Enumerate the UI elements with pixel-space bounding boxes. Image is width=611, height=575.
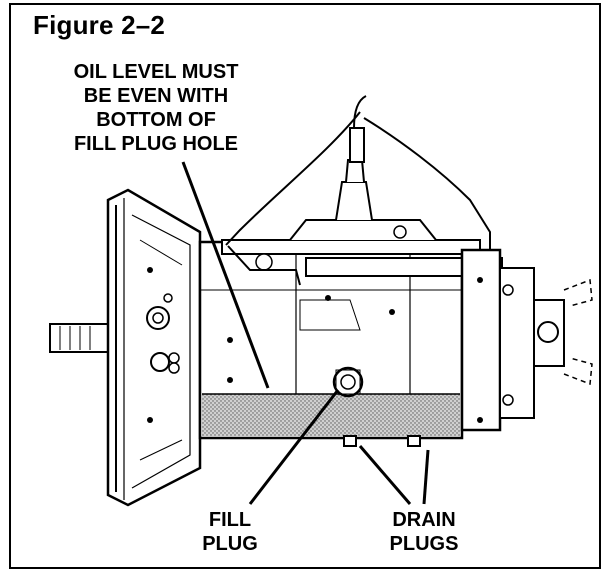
drain-plugs-callout: DRAIN PLUGS: [368, 508, 480, 556]
fill-plug-callout-line: PLUG: [202, 533, 258, 555]
oil-level-callout-line: BE EVEN WITH: [83, 85, 229, 107]
shift-tower: [345, 159, 365, 183]
drain-plugs-callout-line: PLUGS: [389, 533, 459, 555]
drain-plug: [407, 435, 421, 447]
oil-level-leader: [181, 161, 270, 389]
input-shaft: [49, 323, 109, 353]
top-cover: [221, 95, 503, 277]
wiring-harness: [225, 111, 491, 286]
oil-level-callout-line: OIL LEVEL MUST: [73, 61, 239, 83]
drain-plug: [343, 435, 357, 447]
fill-plug-callout: FILL PLUG: [180, 508, 280, 556]
drain-plugs-callout-line: DRAIN: [392, 509, 456, 531]
oil-level-callout-line: FILL PLUG HOLE: [73, 133, 239, 155]
oil-level-callout-line: BOTTOM OF: [96, 109, 216, 131]
oil-level-callout: OIL LEVEL MUST BE EVEN WITH BOTTOM OF FI…: [30, 60, 282, 156]
clutch-housing: [106, 188, 202, 507]
fill-plug-callout-line: FILL: [208, 509, 252, 531]
output-yoke: [563, 278, 593, 386]
fill-plug-leader: [248, 389, 340, 505]
leader-lines: [181, 161, 430, 505]
rear-housing: [460, 248, 593, 432]
drain-plug-leader: [422, 449, 430, 505]
drain-plug-leader: [358, 445, 412, 505]
figure-title: Figure 2–2: [33, 10, 166, 40]
